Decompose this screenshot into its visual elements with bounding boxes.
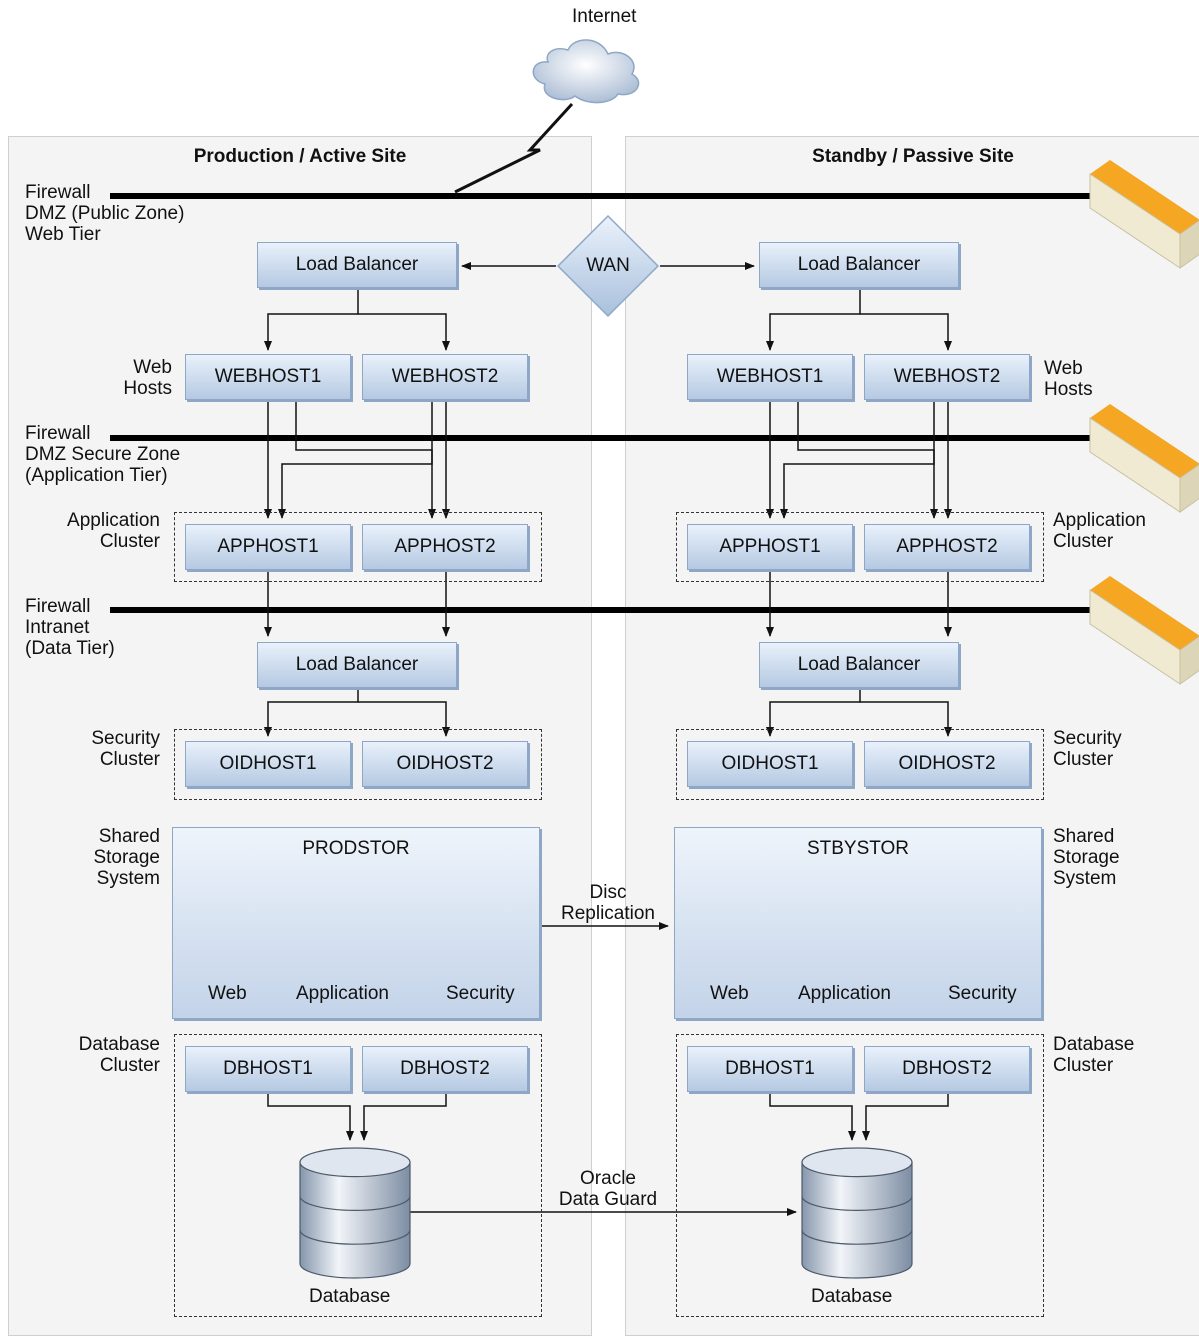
prod-webhost-1[interactable]: WEBHOST1 [185,354,351,400]
stby-security-cluster-label: Security Cluster [1053,728,1122,770]
internet-label: Internet [572,6,637,27]
stby-load-balancer-top[interactable]: Load Balancer [759,242,959,288]
stby-web-hosts-label: Web Hosts [1044,358,1093,400]
stby-database-cluster [676,1034,1044,1317]
zone-label-data: Firewall Intranet (Data Tier) [25,596,115,659]
prod-app-cluster [174,512,542,582]
prod-web-hosts-label: Web Hosts [123,357,172,399]
data-guard-label: Oracle Data Guard [558,1168,658,1210]
prod-dbhost-1[interactable]: DBHOST1 [185,1046,351,1092]
wan-diamond-icon [556,214,660,318]
prod-load-balancer-data[interactable]: Load Balancer [257,642,457,688]
wan-label: WAN [586,255,630,276]
prod-apphost-1[interactable]: APPHOST1 [185,524,351,570]
stby-apphost-2[interactable]: APPHOST2 [864,524,1030,570]
prod-dbhost-2[interactable]: DBHOST2 [362,1046,528,1092]
stby-storage-system [674,827,1042,1019]
production-site-panel [8,136,592,1336]
prod-volume-label: Security [446,983,515,1004]
prod-webhost-2[interactable]: WEBHOST2 [362,354,528,400]
prod-oidhost-2[interactable]: OIDHOST2 [362,741,528,787]
disc-replication-label: Disc Replication [561,882,655,924]
firewall-icon [1089,576,1199,685]
prod-app-cluster-label: Application Cluster [67,510,160,552]
stby-dbhost-1[interactable]: DBHOST1 [687,1046,853,1092]
standby-site-title: Standby / Passive Site [812,146,1014,167]
stby-volume-label: Application [798,983,891,1004]
stby-dbhost-2[interactable]: DBHOST2 [864,1046,1030,1092]
firewall-icon [1089,404,1199,513]
prod-connectors [264,288,450,1141]
stby-app-cluster [676,512,1044,582]
stby-connectors [766,288,952,1141]
stby-database-cluster-label: Database Cluster [1053,1034,1135,1076]
stby-database-label: Database [811,1286,893,1307]
internet-cloud-icon [532,39,640,104]
prod-security-cluster [174,729,542,800]
production-site-title: Production / Active Site [193,146,407,167]
stby-security-cluster [676,729,1044,800]
prod-security-cluster-label: Security Cluster [91,728,160,770]
wan-node: WAN [556,214,660,318]
stby-webhost-2[interactable]: WEBHOST2 [864,354,1030,400]
prod-load-balancer-top[interactable]: Load Balancer [257,242,457,288]
prod-volume-label: Web [208,983,247,1004]
stby-shared-storage-label: Shared Storage System [1053,826,1120,889]
standby-site-panel [625,136,1199,1336]
stby-apphost-1[interactable]: APPHOST1 [687,524,853,570]
stby-volume-label: Web [710,983,749,1004]
stby-webhost-1[interactable]: WEBHOST1 [687,354,853,400]
prod-oidhost-1[interactable]: OIDHOST1 [185,741,351,787]
prod-storage-name: PRODSTOR [302,838,410,859]
stby-oidhost-1[interactable]: OIDHOST1 [687,741,853,787]
stby-app-cluster-label: Application Cluster [1053,510,1146,552]
stby-volume-label: Security [948,983,1017,1004]
prod-database-cluster [174,1034,542,1317]
prod-apphost-2[interactable]: APPHOST2 [362,524,528,570]
prod-database-label: Database [309,1286,391,1307]
prod-database-cluster-label: Database Cluster [78,1034,160,1076]
prod-shared-storage-label: Shared Storage System [93,826,160,889]
zone-label-web: Firewall DMZ (Public Zone) Web Tier [25,182,185,245]
zone-label-app: Firewall DMZ Secure Zone (Application Ti… [25,423,181,486]
prod-storage-system [172,827,540,1019]
prod-volume-label: Application [296,983,389,1004]
database-cylinder-icon [299,1147,411,1279]
stby-oidhost-2[interactable]: OIDHOST2 [864,741,1030,787]
internet-wan-link [454,102,574,194]
firewall-icon [1089,160,1199,269]
stby-storage-name: STBYSTOR [806,838,910,859]
database-cylinder-icon [801,1147,913,1279]
stby-load-balancer-data[interactable]: Load Balancer [759,642,959,688]
